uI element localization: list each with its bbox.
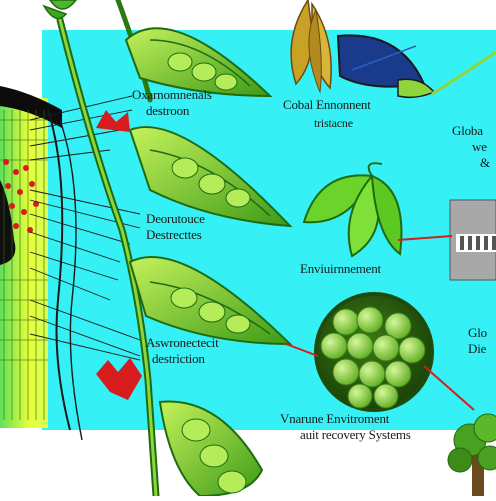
label-low-left-2: destriction xyxy=(152,351,205,366)
bean-pod-icon xyxy=(128,126,293,228)
label-right-top-2: we xyxy=(472,139,487,154)
label-top-center-1: Cobal Ennonnent xyxy=(283,97,371,112)
label-right-mid-1: Glo xyxy=(468,325,487,340)
label-right-mid-2: Die xyxy=(468,341,487,356)
label-bottom-center-1: Vnarune Envitroment xyxy=(280,411,390,426)
label-top-center-2: tristacne xyxy=(314,116,353,130)
label-right-top-3: & xyxy=(480,155,490,170)
red-accents xyxy=(96,110,142,400)
label-bottom-center-2: auit recovery Systems xyxy=(300,427,411,442)
leaf-icon xyxy=(302,162,403,258)
leaf-icon xyxy=(49,0,77,10)
label-mid-center: Enviuirnnement xyxy=(300,261,381,276)
bean-pod-icon xyxy=(124,27,273,98)
connector-lines xyxy=(285,343,319,357)
label-low-left-1: Aswronectecit xyxy=(146,335,219,350)
label-mid-left-1: Deorutouce xyxy=(146,211,205,226)
golden-leaf-cluster xyxy=(290,0,332,94)
bean-pod-icon xyxy=(128,255,293,346)
label-top-left-1: Oxarnomnenals xyxy=(132,87,212,102)
window-icon xyxy=(336,34,436,99)
label-top-left-2: destroon xyxy=(146,103,190,118)
tree-icon xyxy=(447,413,496,496)
left-network-column xyxy=(0,86,62,428)
connector-lines xyxy=(431,50,496,96)
label-mid-left-2: Destrecttes xyxy=(146,227,202,242)
connector-lines xyxy=(423,365,475,411)
connector-lines xyxy=(397,235,453,241)
grille-icon xyxy=(449,199,496,281)
bean-pod-icon xyxy=(158,400,264,498)
leaf-icon xyxy=(42,4,68,20)
label-right-top-1: Globa xyxy=(452,123,483,138)
pea-cluster-icon xyxy=(314,292,434,412)
